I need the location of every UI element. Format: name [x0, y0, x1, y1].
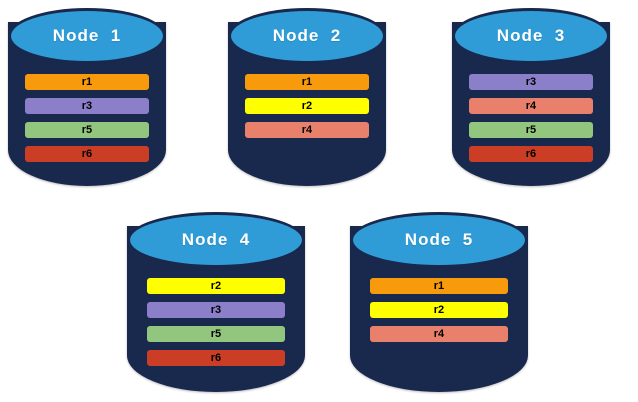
replica-bar[interactable]: r5 [25, 122, 149, 138]
cylinder-top-ellipse [350, 212, 528, 268]
node-label: Node 3 [496, 26, 566, 45]
cylinder-top-ellipse [452, 8, 610, 64]
cylinder-top-ellipse [8, 8, 166, 64]
replica-bar[interactable]: r3 [25, 98, 149, 114]
node-cylinder-5[interactable]: r1 r2 r4 Node 5 [350, 212, 528, 392]
node-label: Node 4 [181, 230, 251, 249]
replica-bar[interactable]: r3 [469, 74, 593, 90]
replica-bar[interactable]: r4 [369, 326, 509, 342]
replica-bar[interactable]: r5 [469, 122, 593, 138]
replica-list: r1 r2 r4 [350, 268, 528, 342]
cylinder-top-ellipse [228, 8, 386, 64]
replica-list: r1 r2 r4 [228, 64, 386, 138]
replica-bar[interactable]: r1 [245, 74, 369, 90]
node-label: Node 2 [272, 26, 342, 45]
node-label: Node 1 [52, 26, 122, 45]
replica-list: r2 r3 r5 r6 [127, 268, 305, 366]
node-cylinder-1[interactable]: r1 r3 r5 r6 Node 1 [8, 8, 166, 186]
node-cylinder-4[interactable]: r2 r3 r5 r6 Node 4 [127, 212, 305, 392]
node-cylinder-2[interactable]: r1 r2 r4 Node 2 [228, 8, 386, 186]
cylinder-top-ellipse [127, 212, 305, 268]
node-label: Node 5 [404, 230, 474, 249]
replica-bar[interactable]: r4 [245, 122, 369, 138]
replica-list: r3 r4 r5 r6 [452, 64, 610, 162]
replica-bar[interactable]: r6 [146, 350, 286, 366]
replica-bar[interactable]: r6 [469, 146, 593, 162]
replica-bar[interactable]: r2 [245, 98, 369, 114]
replica-list: r1 r3 r5 r6 [8, 64, 166, 162]
node-cylinder-3[interactable]: r3 r4 r5 r6 Node 3 [452, 8, 610, 186]
replica-bar[interactable]: r6 [25, 146, 149, 162]
replica-bar[interactable]: r3 [146, 302, 286, 318]
replica-bar[interactable]: r1 [369, 278, 509, 294]
replica-bar[interactable]: r4 [469, 98, 593, 114]
replica-bar[interactable]: r5 [146, 326, 286, 342]
replica-bar[interactable]: r1 [25, 74, 149, 90]
replica-bar[interactable]: r2 [369, 302, 509, 318]
replica-bar[interactable]: r2 [146, 278, 286, 294]
